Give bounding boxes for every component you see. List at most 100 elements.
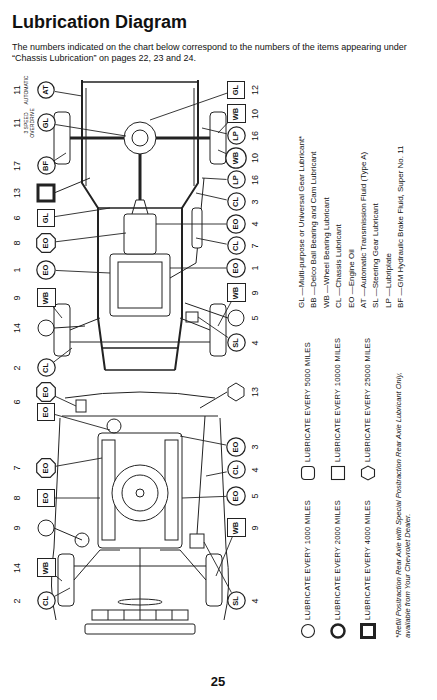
leader-line (55, 91, 82, 96)
callout-number: 5 (250, 483, 261, 509)
leader-line (170, 268, 226, 269)
lubricant-code: BF (42, 161, 50, 171)
page-number: 25 (198, 674, 238, 690)
drawing-path (132, 200, 148, 214)
callout-number: 11 (12, 110, 23, 136)
callout-number: 16 (250, 167, 261, 193)
drawing-path (108, 610, 172, 620)
footnote: *Refill Positraction Rear Axle with Spec… (394, 346, 413, 638)
callout-number: 17 (12, 153, 23, 179)
callout-number: 7 (250, 233, 261, 259)
callout-number: 10 (250, 145, 261, 171)
drawing-rect (85, 624, 195, 634)
legend-text: BB —Delco Ball Bearing and Cam Lubricant (309, 151, 319, 308)
page-title: Lubrication Diagram (12, 12, 187, 33)
drawing-rect (54, 304, 70, 356)
circle-outline (227, 438, 245, 456)
lubricant-symbol: SL (227, 592, 246, 611)
leader-lines (52, 91, 232, 596)
lubricant-symbol: AT (37, 81, 55, 99)
circle-outline (227, 334, 244, 351)
leader-line (54, 348, 72, 362)
drawing-path (170, 178, 204, 278)
callout-number: 9 (12, 515, 23, 541)
drawing-path (82, 82, 198, 370)
leader-line (54, 153, 66, 161)
callout-number: 14 (12, 315, 23, 341)
lubricant-symbol: EO (36, 382, 56, 402)
leader-line (56, 458, 102, 466)
lubricant-symbol: GL (227, 81, 245, 99)
legend-text: LUBRICATE EVERY 5000 MILES (303, 342, 312, 462)
leader-line (56, 233, 126, 242)
legend-text: LP —Lubriplate (384, 253, 394, 308)
octagon-outline (37, 383, 56, 402)
drawing-circle (136, 489, 144, 497)
lubricant-symbol: CL (227, 461, 246, 480)
leader-line (206, 472, 227, 476)
leader-line (180, 436, 226, 445)
lubricant-code: WB (232, 108, 240, 121)
callout-number: 12 (250, 77, 261, 103)
circle-outline (227, 127, 244, 144)
drawing-rect (206, 554, 222, 606)
legend-swatch (302, 625, 315, 638)
lubricant-code: SL (232, 338, 240, 348)
leader-line (182, 496, 226, 498)
rotated-chart: 214987621491861317113 SPEED OVERDRIVE11A… (10, 73, 430, 648)
legend-text: BF —GM Hydraulic Brake Fluid, Super No. … (396, 145, 406, 308)
lubricant-code: CL (42, 596, 50, 606)
callout-number: 13 (250, 379, 261, 405)
drawing-rect (110, 254, 170, 316)
drawing-path (62, 416, 218, 417)
drawing-rect (98, 433, 182, 548)
lubricant-symbol: EO (36, 233, 56, 253)
legend-samples (302, 466, 375, 638)
lubricant-code: EO (232, 263, 240, 274)
lubricant-code: CL (232, 465, 240, 475)
leader-line (216, 537, 232, 576)
legend-swatch (362, 466, 375, 480)
callout-number: 5 (250, 305, 261, 331)
drawing-rect (92, 610, 188, 620)
callout-number: 4 (250, 211, 261, 237)
drawing-path (140, 548, 141, 610)
lubricant-symbol: WB (227, 105, 246, 124)
drawing-rect (38, 185, 54, 201)
lubricant-code: GL (232, 85, 240, 95)
callout-number: 2 (12, 355, 23, 381)
lubricant-code: WB (42, 292, 50, 305)
leader-line (218, 301, 231, 326)
circle-outline (38, 82, 54, 98)
legend-text: WB —Wheel Bearing Lubricant (322, 197, 332, 308)
drawing-rect (192, 208, 202, 248)
legend-text: CL —Chassis Lubricant (334, 224, 344, 308)
callout-number: 4 (250, 588, 261, 614)
callout-number: 6 (12, 205, 23, 231)
drawing-path (54, 178, 228, 540)
swatch-shape (332, 625, 345, 638)
lubricant-symbol: CL (37, 592, 56, 611)
drawing-rect (210, 112, 226, 164)
callout-number: 8 (12, 230, 23, 256)
lubricant-code: WB (232, 152, 240, 165)
swatch-shape (362, 466, 375, 480)
callout-number: 14 (12, 555, 23, 581)
leader-line (196, 193, 227, 200)
leader-line (150, 93, 228, 120)
callout-number: 11 (12, 77, 23, 103)
callout-number: 2 (12, 588, 23, 614)
callout-number: 4 (250, 330, 261, 356)
lubricant-code: WB (232, 522, 240, 535)
callout-number: 7 (12, 455, 23, 481)
callout-number: 13 (12, 180, 23, 206)
transmission-note: 3 SPEED OVERDRIVE (23, 106, 36, 140)
legend-text: AT —Automatic Transmission Fluid (Type A… (359, 152, 369, 308)
lubricant-code: EO (232, 491, 240, 502)
callout-number: 9 (250, 280, 261, 306)
lubricant-symbol: EO (226, 214, 246, 234)
transmission-note: AUTOMATIC (23, 73, 29, 107)
drawing-circle (228, 310, 244, 326)
lubricant-code: WB (42, 562, 50, 575)
